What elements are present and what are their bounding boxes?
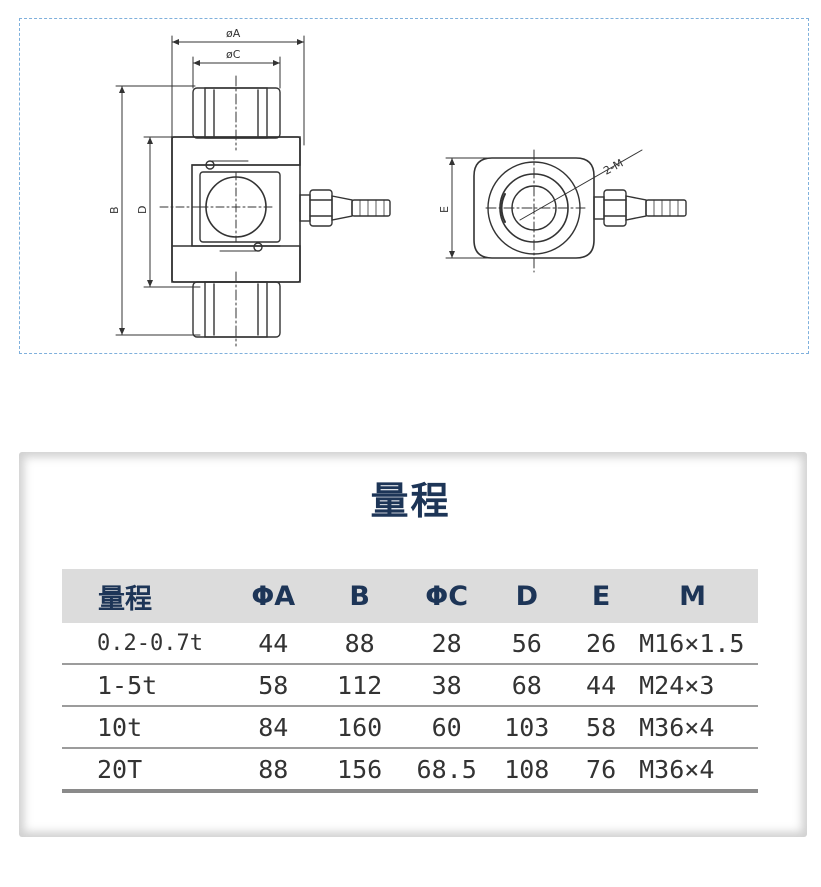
cell-b: 112 <box>337 670 383 700</box>
label-phi-c: øC <box>226 48 241 61</box>
label-phi-a: øA <box>226 27 241 40</box>
cell-phi-a: 88 <box>258 754 289 784</box>
label-2-m: 2-M <box>601 157 625 178</box>
cell-range: 20T <box>97 754 143 784</box>
cell-d: 68 <box>511 670 542 700</box>
side-view <box>445 149 687 273</box>
cell-range: 0.2-0.7t <box>97 630 203 656</box>
cell-m: M36×4 <box>639 754 715 784</box>
label-d: D <box>136 206 149 214</box>
cell-m: M36×4 <box>639 712 715 742</box>
cell-b: 156 <box>337 754 383 784</box>
cell-phi-a: 44 <box>258 628 289 658</box>
cell-e: 58 <box>586 712 617 742</box>
cell-phi-c: 60 <box>431 712 462 742</box>
header-b: B <box>316 569 403 623</box>
table-title: 量程 <box>370 479 451 523</box>
cell-d: 108 <box>504 754 550 784</box>
cell-m: M24×3 <box>639 670 715 700</box>
header-m: M <box>639 569 758 623</box>
cell-phi-c: 28 <box>431 628 462 658</box>
cell-range: 10t <box>97 712 143 742</box>
cell-d: 103 <box>504 712 550 742</box>
header-phi-a: ΦA <box>230 569 317 623</box>
cell-phi-c: 38 <box>431 670 462 700</box>
drawing-frame <box>19 18 809 354</box>
label-e: E <box>438 206 451 213</box>
cell-b: 160 <box>337 712 383 742</box>
header-phi-c: ΦC <box>402 569 491 623</box>
front-view <box>115 35 391 347</box>
cell-m: M16×1.5 <box>639 628 745 658</box>
cell-d: 56 <box>511 628 542 658</box>
spec-table-card <box>19 452 807 837</box>
cell-range: 1-5t <box>97 670 158 700</box>
table-row: 10t 84 160 60 103 58 M36×4 <box>62 706 758 748</box>
dimension-drawing: øA øC B D E 2-M <box>108 27 687 347</box>
table-row: 1-5t 58 112 38 68 44 M24×3 <box>62 664 758 706</box>
cell-phi-a: 84 <box>258 712 289 742</box>
header-e: E <box>563 569 640 623</box>
table-row: 0.2-0.7t 44 88 28 56 26 M16×1.5 <box>62 623 758 664</box>
header-d: D <box>490 569 564 623</box>
table-header-row: 量程 ΦA B ΦC D E M <box>62 569 758 623</box>
cell-e: 26 <box>586 628 617 658</box>
cell-phi-c: 68.5 <box>416 754 477 784</box>
header-range: 量程 <box>62 569 231 623</box>
cell-e: 76 <box>586 754 617 784</box>
table-row: 20T 88 156 68.5 108 76 M36×4 <box>62 748 758 791</box>
cell-phi-a: 58 <box>258 670 289 700</box>
cell-e: 44 <box>586 670 617 700</box>
spec-table: 量程 ΦA B ΦC D E M 0.2-0.7t 44 88 28 56 26… <box>62 569 758 793</box>
label-b: B <box>108 206 121 214</box>
cell-b: 88 <box>344 628 375 658</box>
